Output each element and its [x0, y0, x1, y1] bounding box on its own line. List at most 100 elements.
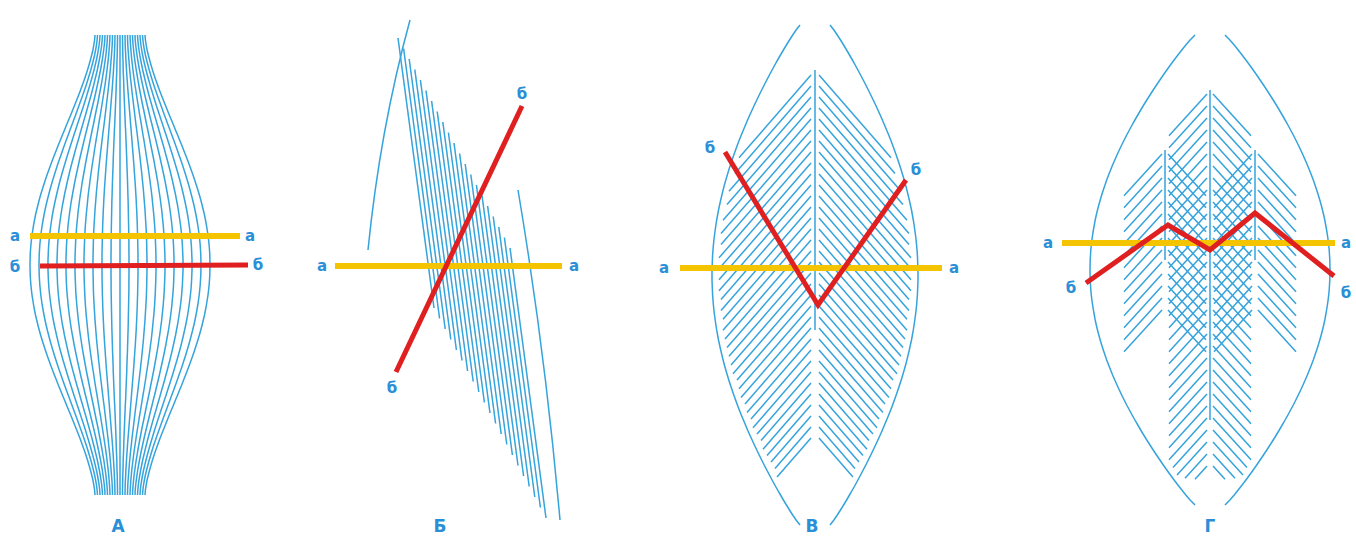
muscle-fiber [1258, 166, 1296, 208]
muscle-fiber [1168, 286, 1206, 328]
muscle-fiber [819, 416, 859, 462]
panel-letter: А [111, 518, 124, 535]
section-end-letter: б [517, 87, 527, 102]
muscle-fiber [1258, 262, 1296, 304]
muscle-fiber [510, 248, 546, 518]
muscle-fiber [1213, 130, 1251, 172]
muscle-fiber [819, 350, 879, 419]
muscle-fiber [1168, 298, 1206, 340]
section-lines [30, 106, 1335, 372]
muscle-fiber [1213, 334, 1251, 376]
muscle-fiber [1169, 286, 1207, 328]
muscle-fiber [1169, 406, 1207, 448]
physiologic-section [725, 152, 906, 305]
muscle-fiber [1169, 190, 1207, 232]
muscle-fiber [1169, 178, 1207, 220]
muscle-fiber [1213, 262, 1251, 304]
muscle-fiber [1213, 298, 1251, 340]
muscle-fiber [1124, 274, 1162, 316]
muscle-fiber [1213, 310, 1251, 352]
muscle-fiber [777, 438, 811, 477]
muscle-fiber [819, 295, 893, 380]
muscle-fiber [819, 75, 891, 158]
muscle-fiber [747, 339, 811, 413]
muscle-fiber [1185, 454, 1207, 478]
muscle-fiber [1169, 94, 1207, 136]
muscle-fiber [1258, 274, 1296, 316]
section-end-letter: а [317, 259, 327, 274]
muscle-fiber [1169, 166, 1207, 208]
muscle-fiber [1258, 286, 1296, 328]
muscle-fiber [1214, 190, 1252, 232]
physiologic-section [40, 265, 248, 266]
muscle-fiber [719, 174, 811, 280]
muscle-fiber [1209, 90, 1211, 420]
muscle-fiber [819, 163, 911, 269]
section-end-letter: а [10, 229, 20, 244]
muscle-fiber [1214, 154, 1252, 196]
panel-letter: Г [1205, 518, 1216, 535]
muscle-fiber [1169, 394, 1207, 436]
section-end-letter: а [245, 229, 255, 244]
section-end-letter: б [1066, 281, 1076, 296]
muscle-fiber [1169, 310, 1207, 352]
muscle-fiber [1213, 418, 1251, 460]
muscle-fiber [1169, 106, 1207, 148]
muscle-fiber [745, 328, 811, 404]
muscle-fiber [1169, 346, 1207, 388]
muscle-fiber [1124, 262, 1162, 304]
muscle-fiber [819, 394, 867, 449]
muscle-fiber [819, 130, 909, 234]
muscle-fiber [1214, 262, 1252, 304]
muscle-fiber [1124, 166, 1162, 208]
muscle-fiber [1214, 274, 1252, 316]
muscle-fiber [1213, 382, 1251, 424]
muscle-fiber [1168, 310, 1206, 352]
muscle-fiber [1169, 358, 1207, 400]
muscle-fiber [1168, 178, 1206, 220]
physiologic-section [396, 106, 522, 372]
muscle-fiber [1258, 250, 1296, 292]
anatomic-section [680, 265, 942, 271]
muscle-fiber [1124, 298, 1162, 340]
muscle-fiber [819, 284, 897, 374]
muscle-fiber [1169, 130, 1207, 172]
muscle-fiber [819, 405, 863, 456]
muscle-fiber [721, 196, 811, 300]
section-end-letter: б [10, 260, 20, 275]
muscle-fiber [1213, 178, 1251, 220]
section-end-letter: а [1043, 236, 1053, 251]
muscle-fiber [1169, 298, 1207, 340]
muscle-fiber [504, 238, 540, 508]
muscle-fiber [1124, 286, 1162, 328]
muscle-fiber [763, 394, 811, 449]
section-end-letter: а [569, 259, 579, 274]
muscle-fiber [771, 416, 811, 462]
muscle-fiber [1168, 274, 1206, 316]
muscle-fiber [1124, 190, 1162, 232]
muscle-fiber [737, 295, 811, 380]
muscle-fiber [1124, 178, 1162, 220]
muscle-fiber [1169, 274, 1207, 316]
muscle-fiber [1213, 166, 1251, 208]
muscle-fiber [1258, 298, 1296, 340]
section-end-letter: а [949, 261, 959, 276]
muscle-fiber [1169, 250, 1207, 292]
muscle-fiber [1213, 106, 1251, 148]
muscle-fiber [1124, 154, 1162, 196]
muscle-fiber [1169, 418, 1207, 460]
muscle-fiber [1213, 370, 1251, 412]
panel-letter: Б [434, 518, 447, 535]
muscle-fiber [1124, 250, 1162, 292]
muscle-fiber [1213, 394, 1251, 436]
muscle-fiber [1169, 322, 1207, 364]
muscle-fiber [1169, 142, 1207, 184]
muscle-fiber [739, 75, 811, 158]
muscle-fiber [819, 339, 883, 413]
muscle-fiber [735, 86, 811, 173]
muscle-fiber [1168, 250, 1206, 292]
muscle-fiber [1124, 202, 1162, 244]
muscle-fiber [739, 306, 811, 389]
muscle-fiber [1169, 334, 1207, 376]
